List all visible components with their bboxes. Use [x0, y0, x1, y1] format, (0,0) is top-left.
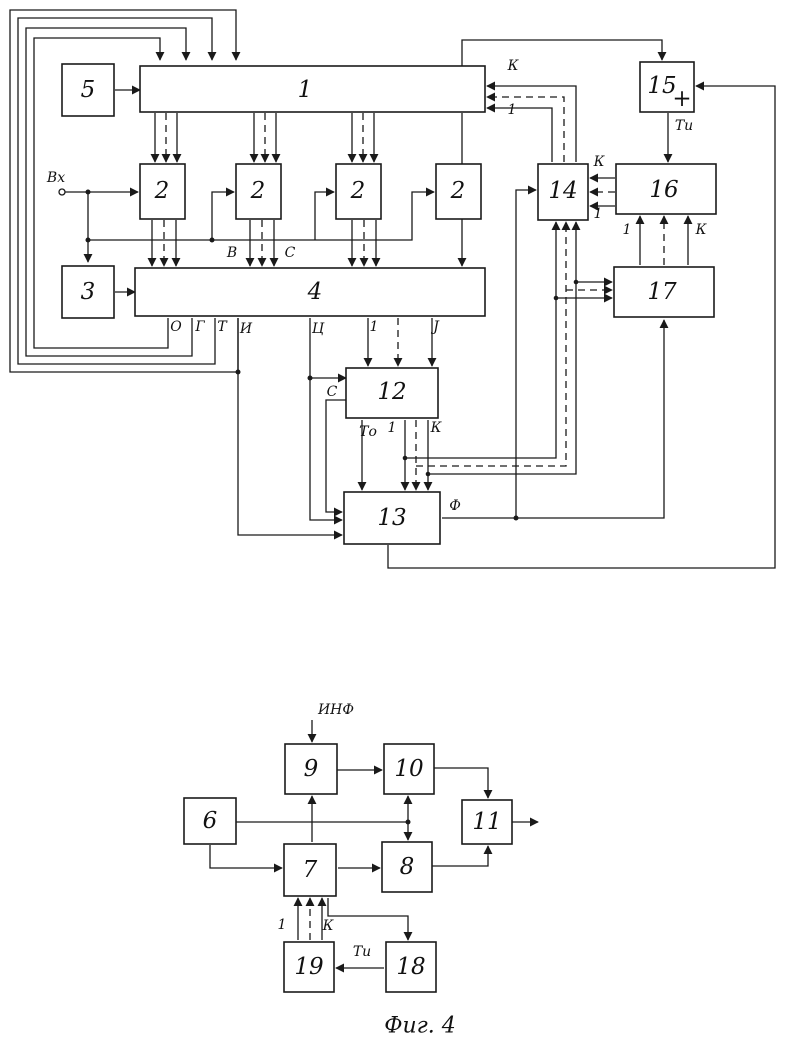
node-dot [236, 370, 241, 375]
feedback-wire-1 [10, 10, 238, 372]
label-g: Г [194, 319, 205, 335]
block-2b-label: 2 [250, 178, 266, 204]
node-dot [403, 456, 408, 461]
block-2a: 2 [140, 164, 185, 219]
block-16-label: 16 [649, 177, 678, 203]
label-c-12: С [327, 384, 338, 400]
wire-10-to-11 [432, 768, 488, 798]
label-one-1: 1 [508, 102, 517, 118]
wire-1-to-15 [462, 40, 662, 66]
label-to: То [359, 424, 377, 440]
block-8-label: 8 [400, 854, 415, 880]
block-2c-label: 2 [350, 178, 366, 204]
block-17: 17 [614, 267, 714, 317]
block-18: 18 [386, 942, 436, 992]
block-14: 14 [538, 164, 588, 220]
block-11: 11 [462, 800, 512, 844]
label-k-16: К [593, 154, 606, 170]
wire-8-to-11 [432, 846, 488, 866]
node-dot [86, 190, 91, 195]
node-dot [554, 296, 559, 301]
label-one-19: 1 [278, 917, 287, 933]
input-terminal [59, 189, 65, 195]
block-7-label: 7 [303, 857, 318, 883]
figure-caption: Фиг. 4 [384, 1014, 456, 1039]
block-2c: 2 [336, 164, 381, 219]
block-18-label: 18 [396, 954, 425, 980]
label-c-bus: С [285, 245, 296, 261]
label-one-17: 1 [623, 222, 632, 238]
node-dot [426, 472, 431, 477]
block-5: 5 [62, 64, 114, 116]
label-t: Т [217, 319, 228, 335]
bus-12-14-c [428, 222, 576, 474]
label-phi: Ф [449, 498, 461, 514]
label-ts: Ц [312, 321, 325, 337]
block-6-label: 6 [203, 808, 218, 834]
wire-phi-to-14 [442, 190, 536, 518]
block-3: 3 [62, 266, 114, 318]
block-17-label: 17 [647, 279, 677, 305]
block-14-label: 14 [548, 178, 577, 204]
label-v: В [226, 245, 237, 261]
label-vx: Вх [46, 170, 65, 186]
label-ti-15: Ти [675, 118, 693, 134]
label-one-4: 1 [370, 319, 379, 335]
block-12: 12 [346, 368, 438, 418]
block-7: 7 [284, 844, 336, 896]
block-2b: 2 [236, 164, 281, 219]
block-10: 10 [384, 744, 434, 794]
wire-7-to-18 [328, 898, 408, 940]
label-k-1: К [507, 58, 520, 74]
block-9-label: 9 [304, 756, 319, 782]
block-13: 13 [344, 492, 440, 544]
block-1-label: 1 [298, 77, 313, 103]
block-6: 6 [184, 798, 236, 844]
block-19: 19 [284, 942, 334, 992]
wire-bus-to-2c [315, 192, 334, 240]
node-dot [406, 820, 411, 825]
block-9: 9 [285, 744, 337, 794]
label-inf: ИНФ [317, 702, 354, 718]
block-4-label: 4 [307, 279, 323, 305]
label-ti-18: Ти [353, 944, 371, 960]
block-2a-label: 2 [154, 178, 170, 204]
block-13-label: 13 [377, 505, 406, 531]
block-16: 16 [616, 164, 716, 214]
block-12-label: 12 [377, 379, 406, 405]
block-2d-label: 2 [450, 178, 466, 204]
block-19-label: 19 [294, 954, 323, 980]
label-k-12: К [430, 420, 443, 436]
block-11-label: 11 [472, 809, 501, 835]
wire-phi-to-17 [516, 320, 664, 518]
node-dot [574, 280, 579, 285]
wire-6-to-7 [210, 845, 282, 868]
node-dot [86, 238, 91, 243]
block-8: 8 [382, 842, 432, 892]
bus-14-1-a [487, 108, 552, 162]
block-3-label: 3 [81, 279, 96, 305]
label-one-16: 1 [594, 206, 603, 222]
label-k-19: К [322, 918, 335, 934]
label-o: О [170, 319, 182, 335]
block-2d: 2 [436, 164, 481, 219]
wire-13-to-15 [388, 86, 775, 568]
node-dot [210, 238, 215, 243]
block-10-label: 10 [394, 756, 423, 782]
wire-bus-to-2b [212, 192, 234, 240]
label-one-12: 1 [388, 420, 397, 436]
node-dot [308, 376, 313, 381]
label-k-17: К [695, 222, 708, 238]
block-5-label: 5 [81, 77, 96, 103]
block-1: 1 [140, 66, 485, 112]
label-i: И [239, 321, 253, 337]
wire-12c-to-13 [326, 400, 346, 512]
block-4: 4 [135, 268, 485, 316]
label-plus-15: + [672, 86, 691, 112]
